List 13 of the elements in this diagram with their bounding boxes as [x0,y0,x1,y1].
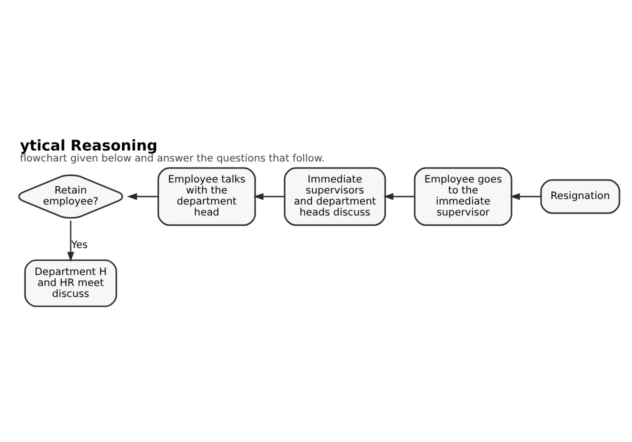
edge-label: Yes [71,240,88,251]
node-box: Employee goes to the immediate supervisor [414,167,512,226]
arrow [67,220,74,262]
arrow [253,193,284,200]
caption: flowchart given below and answer the questions that follow. [20,153,325,164]
node-box: Department H and HR meet discuss [24,259,118,308]
arrow [383,193,414,200]
node-box: Immediate supervisors and department heads discuss [284,167,386,226]
node-box: Resignation [540,179,620,214]
node-box: Employee talks with the department head [158,167,256,226]
diagram-title: ytical Reasoning [20,137,158,154]
arrow [510,193,541,200]
arrow [127,193,158,200]
